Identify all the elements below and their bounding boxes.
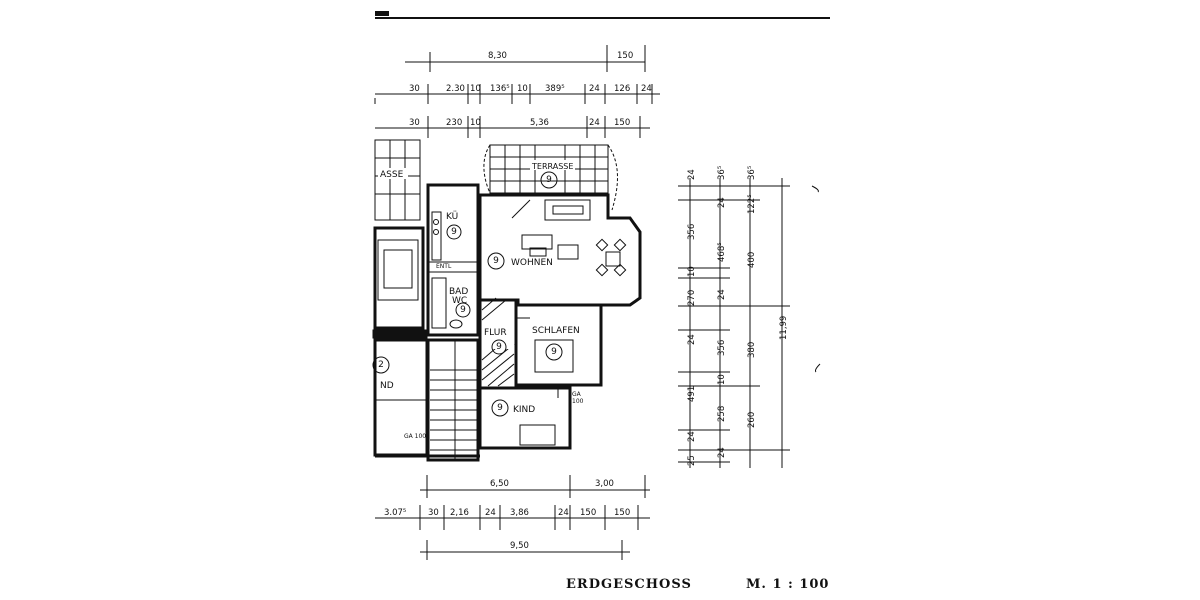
room-number-wohnen: 9 <box>493 256 499 266</box>
bdim-row2-g: 150 <box>580 508 596 518</box>
service-column: 9 KÜ ENTL BAD WC 9 <box>426 183 480 337</box>
label-wohnen: WOHNEN <box>511 258 553 268</box>
childrens-room: 9 KIND GA 100 <box>478 386 584 450</box>
bdim-row2-h: 150 <box>614 508 630 518</box>
rdim-3d: 380 <box>747 342 757 358</box>
dim-row3-c: 10 <box>470 118 481 128</box>
bedroom: 9 SCHLAFEN <box>514 303 603 387</box>
rdim-3b: 122⁵ <box>747 194 757 214</box>
rdim-3e: 260 <box>747 412 757 428</box>
top-dimension-chains: 8,30 150 30 2.30 10 136⁵ 10 389⁵ 24 126 … <box>374 45 660 138</box>
dim-top-150: 150 <box>617 51 633 61</box>
bdim-row2-b: 30 <box>428 508 439 518</box>
dim-row2-e: 10 <box>517 84 528 94</box>
label-flur: FLUR <box>484 328 507 338</box>
dim-row3-e: 24 <box>589 118 600 128</box>
room-number-circle <box>487 252 505 270</box>
bdim-row2-e: 3,86 <box>510 508 529 518</box>
dim-row2-g: 24 <box>589 84 600 94</box>
rdim-1a: 24 <box>687 169 697 180</box>
dim-top-830: 8,30 <box>488 51 507 61</box>
room-number-circle <box>491 399 509 417</box>
label-terrasse-left: ASSE <box>380 170 404 180</box>
terrace: TERRASSE 9 <box>483 144 618 211</box>
room-number-bad: 9 <box>460 305 466 315</box>
room-number-schlafen: 9 <box>551 347 557 357</box>
rdim-3c: 400 <box>747 252 757 268</box>
label-wc: WC <box>452 296 467 306</box>
left-neighbour-unit: ASSE 2 ND GA 100 <box>372 139 429 457</box>
label-entl: ENTL <box>436 263 452 270</box>
rdim-2e: 356 <box>717 340 727 356</box>
rdim-2f: 10 <box>717 374 727 385</box>
right-dimension-chains: 24 356 10 270 24 491 24 25 36⁵ 24 468⁵ 2… <box>678 166 821 468</box>
dim-row3-f: 150 <box>614 118 630 128</box>
rdim-1c: 10 <box>687 266 697 277</box>
rdim-2b: 24 <box>717 197 727 208</box>
bdim-row2-c: 2,16 <box>450 508 469 518</box>
dim-row3-a: 30 <box>409 118 420 128</box>
rdim-1f: 491 <box>687 386 697 402</box>
dim-row3-b: 230 <box>446 118 462 128</box>
bottom-dimension-chains: 6,50 3,00 3.07⁵ 30 2,16 24 3,86 24 150 1… <box>375 475 650 560</box>
corner-mark <box>375 11 389 16</box>
room-number-circle <box>446 224 462 240</box>
label-ga-right: GA <box>572 391 582 398</box>
dim-row2-a: 30 <box>409 84 420 94</box>
drawing-title: ERDGESCHOSS <box>566 577 692 592</box>
rdim-3a: 36⁵ <box>747 166 757 180</box>
bdim-950: 9,50 <box>510 541 529 551</box>
rdim-1g: 24 <box>687 431 697 442</box>
living-room: 9 WOHNEN <box>478 193 642 307</box>
label-kind: KIND <box>513 405 535 415</box>
room-number-circle <box>540 171 558 189</box>
rdim-1e: 24 <box>687 334 697 345</box>
label-ga-left: GA 100 <box>404 433 426 440</box>
room-number-circle <box>372 356 390 374</box>
label-bad: BAD <box>449 287 468 297</box>
label-left-room: ND <box>380 381 394 391</box>
rdim-2c: 468⁵ <box>717 242 727 262</box>
label-terrasse: TERRASSE <box>531 162 573 171</box>
dim-row2-d: 136⁵ <box>490 84 510 94</box>
dim-row2-f: 389⁵ <box>545 84 565 94</box>
bdim-650: 6,50 <box>490 479 509 489</box>
bdim-row2-a: 3.07⁵ <box>384 508 406 518</box>
room-number-kind: 9 <box>497 403 503 413</box>
rdim-2g: 258 <box>717 406 727 422</box>
rdim-2h: 24 <box>717 447 727 458</box>
rdim-2a: 36⁵ <box>717 166 727 180</box>
rdim-1h: 25 <box>687 455 697 466</box>
room-number-circle <box>455 302 471 318</box>
dim-row2-c: 10 <box>470 84 481 94</box>
room-number-left: 2 <box>378 360 384 370</box>
bdim-row2-d: 24 <box>485 508 496 518</box>
bdim-row2-f: 24 <box>558 508 569 518</box>
dim-row2-b: 2.30 <box>446 84 465 94</box>
room-number-kueche: 9 <box>451 227 457 237</box>
label-schlafen: SCHLAFEN <box>532 326 580 336</box>
rdim-2d: 24 <box>717 289 727 300</box>
label-kueche: KÜ <box>446 211 458 222</box>
label-ga-right-2: 100 <box>572 398 584 405</box>
dim-row2-i: 24 <box>641 84 652 94</box>
rdim-total: 11,99 <box>779 316 789 340</box>
bdim-300: 3,00 <box>595 479 614 489</box>
room-number-circle <box>491 339 507 355</box>
rdim-1b: 356 <box>687 224 697 240</box>
drawing-scale: M. 1 : 100 <box>746 577 829 592</box>
room-number-terrasse: 9 <box>546 175 552 185</box>
hallway: FLUR 9 <box>478 297 518 390</box>
dim-row3-d: 5,36 <box>530 118 549 128</box>
room-number-circle <box>545 343 563 361</box>
rdim-1d: 270 <box>687 290 697 306</box>
dim-row2-h: 126 <box>614 84 630 94</box>
room-number-flur: 9 <box>496 342 502 352</box>
staircase <box>426 338 480 462</box>
